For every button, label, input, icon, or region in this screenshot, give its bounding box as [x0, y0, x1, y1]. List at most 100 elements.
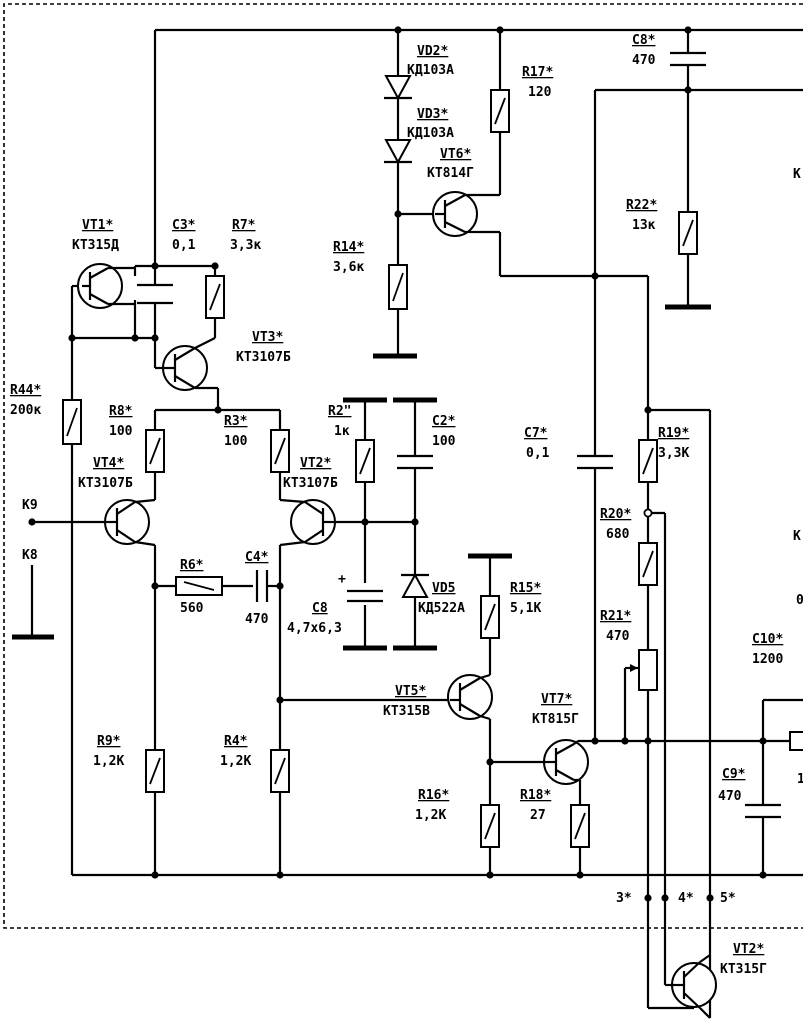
transistor-vt7 [543, 739, 589, 785]
r20-ref: R20* [600, 507, 631, 522]
resistor-r22 [678, 211, 698, 255]
r18-value: 27 [530, 808, 546, 823]
vt6-ref: VT6* [440, 147, 471, 162]
r15-value: 5,1K [510, 601, 541, 616]
c4-ref: C4* [245, 550, 269, 565]
r15-ref: R15* [510, 581, 541, 596]
transistor-vt3 [162, 345, 218, 391]
c3-ref: C3* [172, 218, 196, 233]
vt7-ref: VT7* [541, 692, 572, 707]
junction-dots [28, 26, 767, 902]
vd5-ref: VD5 [432, 581, 455, 596]
vd3-ref: VD3* [417, 107, 448, 122]
r9-ref: R9* [97, 734, 121, 749]
r16-value: 1,2K [415, 808, 446, 823]
terminal-3: 3* [616, 891, 632, 906]
r6-ref: R6* [180, 558, 204, 573]
c9-ref: C9* [722, 767, 746, 782]
r2-value: 1к [334, 424, 350, 439]
r21-ref: R21* [600, 609, 631, 624]
r14-ref: R14* [333, 240, 364, 255]
resistor-r20 [638, 542, 658, 586]
transistor-vt1 [77, 263, 135, 309]
r44-ref: R44* [10, 383, 41, 398]
transistor-vt4 [104, 498, 156, 547]
vt5-value: КТ315В [383, 704, 430, 719]
c7-ref: C7* [524, 426, 548, 441]
vt2-npn-ref: VT2* [733, 942, 764, 957]
r17-ref: R17* [522, 65, 553, 80]
capacitor-c2 [397, 454, 433, 470]
resistor-r16 [480, 804, 500, 848]
terminal-5: 5* [720, 891, 736, 906]
transistor-vt5 [447, 673, 493, 721]
c2-value: 100 [432, 434, 456, 449]
r2-ref: R2" [328, 404, 351, 419]
resistor-edge [789, 731, 803, 751]
c8-top-ref: C8* [632, 33, 656, 48]
vd3-value: КД103А [407, 126, 454, 141]
diode-vd3 [384, 139, 412, 165]
vt2-npn-value: КТ315Г [720, 962, 767, 977]
vt4-ref: VT4* [93, 456, 124, 471]
resistor-r44 [62, 399, 82, 445]
c10-value: 1200 [752, 652, 783, 667]
r17-value: 120 [528, 85, 552, 100]
c8-electrolytic-ref: C8 [312, 601, 328, 616]
resistor-r19 [638, 439, 658, 483]
potentiometer-r21 [625, 649, 658, 691]
vt4-value: КТ3107Б [78, 476, 133, 491]
capacitor-c7 [577, 454, 613, 470]
c10-ref: C10* [752, 632, 783, 647]
polarity-mark: + [338, 572, 346, 587]
vt1-value: КТ315Д [72, 238, 119, 253]
r7-value: 3,3к [230, 238, 261, 253]
resistor-r9 [145, 749, 165, 793]
c2-ref: C2* [432, 414, 456, 429]
vt2-pnp-value: КТ3107Б [283, 476, 338, 491]
vt7-value: КТ815Г [532, 712, 579, 727]
vt3-ref: VT3* [252, 330, 283, 345]
resistor-r17 [490, 89, 510, 133]
wiring [12, 28, 803, 1019]
resistor-r2 [355, 439, 375, 483]
terminal-k8: K8 [22, 548, 38, 563]
terminal-labels: K9 K8 3* 4* 5* K K 0 1 [22, 167, 803, 906]
r19-ref: R19* [658, 426, 689, 441]
r9-value: 1,2K [93, 754, 124, 769]
c8-top-value: 470 [632, 53, 656, 68]
vd2-ref: VD2* [417, 44, 448, 59]
capacitor-c4 [255, 570, 269, 602]
r8-value: 100 [109, 424, 133, 439]
r22-value: 13к [632, 218, 656, 233]
c8-electrolytic-value: 4,7x6,3 [287, 621, 342, 636]
r4-ref: R4* [224, 734, 248, 749]
vt1-ref: VT1* [82, 218, 113, 233]
r8-ref: R8* [109, 404, 133, 419]
resistor-r8 [145, 429, 165, 473]
capacitor-c9 [745, 803, 781, 819]
capacitor-c3 [137, 283, 173, 305]
c4-value: 470 [245, 612, 269, 627]
resistor-r4 [270, 749, 290, 793]
r7-ref: R7* [232, 218, 256, 233]
r16-ref: R16* [418, 788, 449, 803]
r19-value: 3,3K [658, 446, 689, 461]
resistor-r6 [175, 576, 223, 596]
r4-value: 1,2K [220, 754, 251, 769]
r3-value: 100 [224, 434, 248, 449]
transistor-vt6 [432, 191, 500, 237]
r44-value: 200к [10, 403, 41, 418]
r18-ref: R18* [520, 788, 551, 803]
r22-ref: R22* [626, 198, 657, 213]
edge-label-one: 1 [797, 772, 803, 787]
r20-value: 680 [606, 527, 630, 542]
r21-value: 470 [606, 629, 630, 644]
r14-value: 3,6к [333, 260, 364, 275]
capacitor-c8-electrolytic: + [338, 572, 383, 603]
vt3-value: КТ3107Б [236, 350, 291, 365]
resistor-r3 [270, 429, 290, 473]
vd5-value: КД522А [418, 601, 465, 616]
vt2-pnp-ref: VT2* [300, 456, 331, 471]
